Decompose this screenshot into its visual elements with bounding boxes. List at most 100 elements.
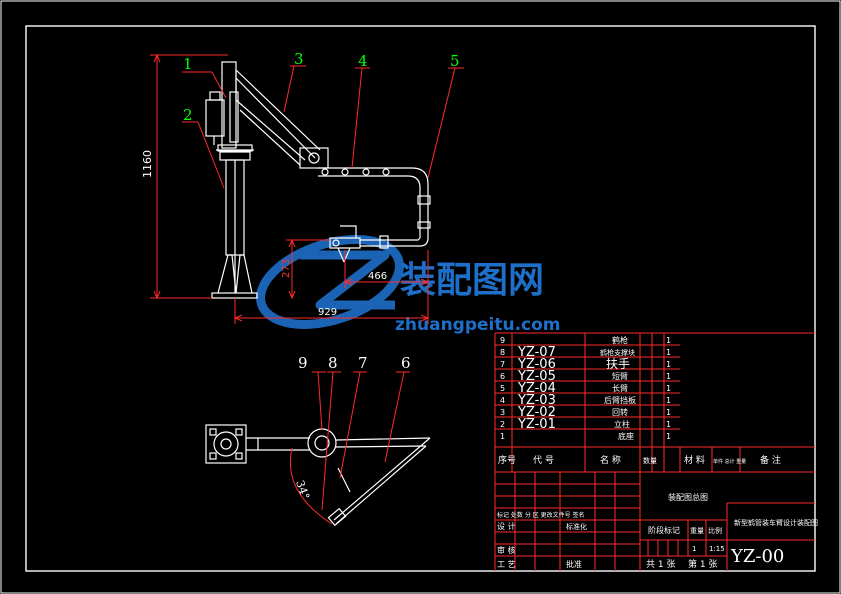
bom-row: 1 底座 1	[500, 431, 671, 441]
bom-row: 3 YZ-02 回转 1	[500, 405, 671, 420]
bom-no: 5	[500, 384, 505, 393]
bom-qty: 1	[666, 420, 671, 429]
inner-frame	[25, 25, 816, 572]
plan-outer-arm	[333, 437, 431, 525]
plan-counterweight-arm	[246, 437, 310, 451]
tb-scale-value: 1:15	[709, 545, 725, 553]
bom-code: YZ-06	[517, 357, 556, 372]
bom-no: 1	[500, 432, 505, 441]
base-plate	[211, 292, 258, 299]
bom-header: 序号 代 号 名 称 数量 材 料 单件 总计 重量 备 注	[498, 454, 781, 466]
bom-row: 7 YZ-06 扶手 1	[500, 356, 671, 372]
tb-scale: 比例	[708, 526, 722, 535]
bom-qty: 1	[666, 396, 671, 405]
bom-qty: 1	[666, 336, 671, 345]
callout-5: 5	[450, 52, 460, 70]
bom-no: 4	[500, 396, 505, 405]
bom-no: 9	[500, 336, 505, 345]
tb-design: 设 计	[497, 521, 516, 531]
dim-height-total: 1160	[141, 150, 154, 178]
bom-code: YZ-03	[517, 393, 556, 408]
elevation-view	[205, 61, 431, 299]
callout-3: 3	[294, 50, 304, 68]
plan-boom	[335, 437, 431, 448]
callout-9: 9	[298, 354, 308, 372]
bom-name: 立柱	[614, 419, 630, 429]
bom-qty: 1	[666, 408, 671, 417]
bom-name: 鹤枪支撑块	[600, 348, 635, 357]
angle-arc	[289, 447, 333, 525]
bom-code: YZ-07	[517, 345, 556, 360]
tb-sheet-no: 第 1 张	[688, 558, 717, 570]
plan-base	[205, 424, 247, 464]
tb-process: 工 艺	[497, 560, 516, 569]
tb-review: 审 核	[497, 545, 516, 555]
bom-header-code: 代 号	[533, 455, 554, 466]
bom-name: 长臂	[612, 383, 628, 393]
dim-height-outlet: 273	[281, 259, 292, 278]
elevation-leaders	[182, 65, 464, 189]
callout-2: 2	[183, 106, 193, 124]
watermark-brand: 装配图网	[400, 260, 544, 301]
plan-slew-bearing	[307, 428, 337, 458]
dim-reach-outlet: 466	[368, 271, 387, 282]
bom-qty: 1	[666, 372, 671, 381]
bom-row: 2 YZ-01 立柱 1	[500, 417, 671, 432]
slewing-head	[221, 61, 237, 149]
tb-stage-mark: 阶段标记	[648, 525, 680, 535]
elbow-joint	[299, 147, 329, 169]
bom-qty: 1	[666, 384, 671, 393]
bom-row: 6 YZ-05 短臂 1	[500, 369, 671, 384]
bom-row: 8 YZ-07 鹤枪支撑块 1	[500, 345, 671, 360]
tb-stage-value: 1	[692, 545, 696, 553]
bom-no: 7	[500, 360, 505, 369]
dim-reach-total: 929	[318, 307, 337, 318]
bom-no: 8	[500, 348, 505, 357]
title-block-labels: 标记 处数 分 区 更改文件号 签名 设 计 标准化 审 核 工 艺 批准 阶段…	[497, 492, 818, 570]
bom-name: 后臂挡板	[604, 395, 636, 405]
bom-row: 4 YZ-03 后臂挡板 1	[500, 393, 671, 408]
boom-upper	[235, 69, 321, 151]
tb-drawing-name: 装配图总图	[668, 492, 708, 502]
elevation-dimensions	[150, 53, 430, 324]
bom-code: YZ-01	[517, 417, 556, 432]
tb-weight: 重量	[690, 527, 704, 535]
bom-no: 2	[500, 420, 505, 429]
bom-no: 6	[500, 372, 505, 381]
bom-header-name: 名 称	[600, 454, 621, 466]
bom-row: 5 YZ-04 长臂 1	[500, 381, 671, 396]
base-rib-right	[235, 254, 253, 294]
bom-rows: 9 鹤枪 1 8 YZ-07 鹤枪支撑块 1 7 YZ-06 扶手 1 6 YZ…	[500, 335, 671, 441]
watermark-url: zhuangpeitu.com	[395, 315, 561, 335]
dim-angle: 34°	[293, 479, 312, 502]
bom-no: 3	[500, 408, 505, 417]
bom-qty: 1	[666, 432, 671, 441]
tb-approve: 批准	[566, 559, 582, 569]
bom-name: 底座	[618, 431, 634, 441]
bom-header-no: 序号	[498, 454, 516, 466]
callout-6: 6	[401, 354, 411, 372]
bom-row: 9 鹤枪 1	[500, 335, 671, 345]
nozzle-body	[329, 237, 361, 249]
tb-mark-row: 标记 处数 分 区 更改文件号 签名	[497, 511, 585, 519]
bom-name: 短臂	[612, 371, 628, 381]
title-block-grid	[494, 472, 815, 571]
plan-annotations	[289, 371, 410, 525]
plan-view	[205, 424, 431, 527]
bom-name: 扶手	[606, 356, 630, 371]
bom-header-mass: 单件 总计 重量	[713, 458, 746, 465]
bom-header-material: 材 料	[684, 454, 705, 466]
bom-name: 回转	[612, 407, 628, 417]
callout-8: 8	[328, 354, 338, 372]
base-rib-left	[217, 254, 237, 294]
bom-header-qty: 数量	[643, 456, 657, 465]
bom-qty: 1	[666, 348, 671, 357]
callout-1: 1	[183, 55, 193, 73]
bom-header-remark: 备 注	[760, 454, 781, 466]
tb-company: 新型鹤管装车臂设计装配图	[734, 518, 818, 527]
bom-code: YZ-05	[517, 369, 556, 384]
outer-pipe	[318, 167, 429, 238]
callout-4: 4	[358, 52, 368, 70]
bom-code: YZ-04	[517, 381, 556, 396]
